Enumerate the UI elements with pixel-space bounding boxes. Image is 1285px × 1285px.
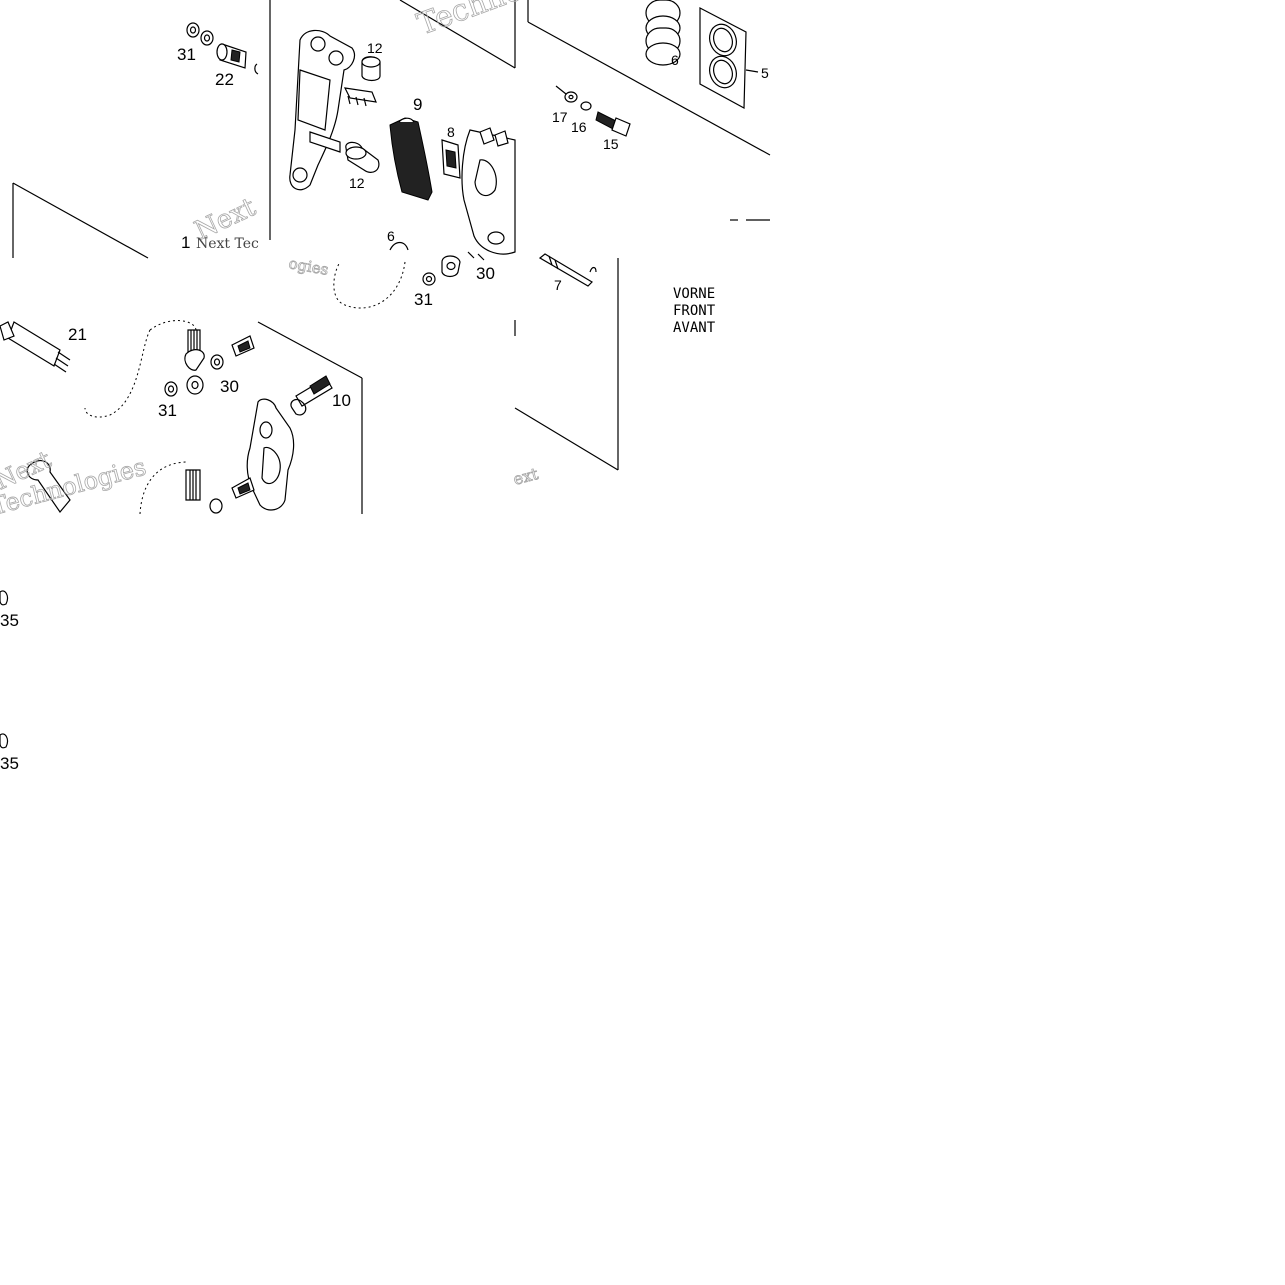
callout-35: 35 <box>0 611 19 630</box>
brake-pads <box>389 117 461 201</box>
slide-pin-parts <box>309 56 381 173</box>
callout-5: 5 <box>761 65 769 81</box>
callout-7: 7 <box>554 277 562 293</box>
callout-6: 6 <box>671 52 679 68</box>
callout-17: 17 <box>552 109 568 125</box>
hose-end-fitting <box>0 321 71 373</box>
callout-31: 31 <box>414 290 433 309</box>
callout-30: 30 <box>220 377 239 396</box>
callout-21: 21 <box>68 325 87 344</box>
panel-frames <box>12 0 771 514</box>
watermark-text: ext <box>511 464 541 489</box>
screw-washer-set <box>555 85 631 137</box>
callout-12: 12 <box>367 40 383 56</box>
caliper-bracket <box>289 29 356 191</box>
retaining-pin <box>538 253 597 287</box>
callout-22: 22 <box>215 70 234 89</box>
callout-12: 12 <box>349 175 365 191</box>
banjo-fitting-lower <box>84 320 333 418</box>
callout-10: 10 <box>332 391 351 410</box>
note-front: FRONT <box>673 303 716 319</box>
callout-1: 1 <box>181 233 190 252</box>
bottom-fittings <box>0 460 255 749</box>
callout-labels: 31 22 12 12 9 8 6 5 17 16 15 1 6 31 30 7… <box>0 40 769 773</box>
mid-fittings <box>333 241 485 309</box>
seal-kit-box <box>699 7 759 109</box>
watermark-text: Techno <box>413 0 527 43</box>
note-vorne: VORNE <box>673 286 715 302</box>
note-avant: AVANT <box>673 320 716 336</box>
callout-30: 30 <box>476 264 495 283</box>
lower-caliper-outline <box>246 398 295 511</box>
direction-note: VORNE FRONT AVANT <box>673 286 716 336</box>
brake-pistons <box>645 0 681 66</box>
callout-16: 16 <box>571 119 587 135</box>
callout-31: 31 <box>177 45 196 64</box>
callout-9: 9 <box>413 95 422 114</box>
callout-35: 35 <box>0 754 19 773</box>
callout-8: 8 <box>447 124 455 140</box>
watermark-text: ogies <box>287 254 330 279</box>
caliper-body <box>461 127 516 255</box>
banjo-fitting-top <box>186 22 259 75</box>
callout-15: 15 <box>603 136 619 152</box>
callout-6: 6 <box>387 228 395 244</box>
watermark-text: Next Tec <box>196 236 259 252</box>
callout-31: 31 <box>158 401 177 420</box>
